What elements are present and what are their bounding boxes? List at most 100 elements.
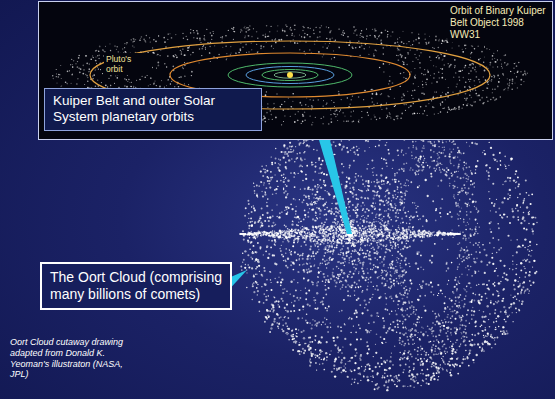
comet-dot (469, 198, 471, 200)
comet-dot (375, 146, 376, 147)
comet-dot (368, 348, 369, 349)
comet-dot (532, 230, 534, 232)
comet-dot (528, 274, 530, 276)
comet-dot (520, 293, 522, 295)
comet-dot (498, 292, 499, 293)
comet-dot (413, 386, 415, 388)
comet-dot (265, 296, 267, 298)
comet-dot (454, 351, 456, 353)
comet-dot (507, 235, 509, 237)
comet-dot (483, 249, 485, 251)
comet-dot (422, 162, 424, 164)
comet-dot (488, 343, 490, 345)
comet-dot (316, 292, 318, 294)
comet-dot (308, 145, 310, 147)
comet-dot (502, 333, 504, 335)
comet-dot (372, 294, 373, 295)
comet-dot (483, 321, 485, 323)
comet-dot (491, 257, 493, 259)
comet-dot (333, 275, 335, 277)
comet-dot (524, 292, 525, 293)
comet-dot (273, 320, 275, 322)
comet-dot (405, 185, 406, 186)
comet-dot (523, 200, 525, 202)
comet-dot (430, 341, 431, 342)
comet-dot (476, 354, 478, 356)
comet-dot (366, 208, 368, 210)
comet-dot (441, 358, 442, 359)
comet-dot (382, 377, 383, 378)
comet-dot (315, 335, 317, 337)
comet-dot (474, 143, 476, 145)
comet-dot (240, 266, 242, 268)
comet-dot (290, 172, 292, 174)
comet-dot (452, 237, 453, 238)
comet-dot (343, 357, 345, 359)
comet-dot (366, 190, 368, 192)
comet-dot (266, 170, 268, 172)
comet-dot (268, 316, 270, 318)
comet-dot (390, 267, 392, 269)
comet-dot (248, 218, 249, 219)
comet-dot (268, 253, 270, 255)
comet-dot (449, 347, 451, 349)
comet-dot (338, 143, 340, 145)
comet-dot (318, 173, 320, 175)
comet-dot (351, 318, 353, 320)
comet-dot (392, 329, 394, 331)
comet-dot (341, 149, 342, 150)
comet-dot (375, 366, 377, 368)
comet-dot (253, 291, 255, 293)
comet-dot (263, 184, 264, 185)
comet-dot (364, 150, 366, 152)
comet-dot (280, 285, 282, 287)
comet-dot (327, 308, 328, 309)
comet-dot (467, 274, 468, 275)
comet-dot (336, 368, 337, 369)
comet-dot (473, 343, 475, 345)
comet-dot (524, 268, 526, 270)
comet-dot (364, 307, 365, 308)
comet-dot (482, 330, 484, 332)
comet-dot (504, 197, 506, 199)
comet-dot (285, 162, 287, 164)
comet-dot (278, 328, 279, 329)
comet-dot (354, 379, 356, 381)
comet-dot (376, 315, 377, 316)
comet-dot (297, 317, 299, 319)
comet-dot (370, 330, 371, 331)
comet-dot (251, 231, 253, 233)
comet-dot (396, 172, 398, 174)
comet-dot (507, 315, 509, 317)
comet-dot (302, 348, 304, 350)
comet-dot (387, 386, 389, 388)
comet-dot (437, 379, 439, 381)
comet-dot (425, 354, 427, 356)
comet-dot (454, 303, 456, 305)
comet-dot (381, 275, 382, 276)
comet-dot (309, 360, 310, 361)
comet-dot (383, 158, 385, 160)
comet-dot (266, 310, 268, 312)
comet-dot (494, 343, 496, 345)
comet-dot (456, 311, 458, 313)
comet-dot (495, 327, 496, 328)
comet-dot (320, 164, 321, 165)
comet-dot (316, 149, 318, 151)
comet-dot (391, 379, 393, 381)
comet-dot (256, 266, 258, 268)
comet-dot (440, 207, 442, 209)
comet-dot (264, 191, 265, 192)
comet-dot (346, 176, 348, 178)
comet-dot (383, 325, 385, 327)
comet-dot (381, 158, 382, 159)
comet-dot (447, 338, 449, 340)
comet-dot (421, 317, 422, 318)
comet-dot (285, 322, 287, 324)
comet-dot (313, 255, 315, 257)
comet-dot (497, 168, 499, 170)
comet-dot (500, 160, 502, 162)
comet-dot (296, 297, 298, 299)
comet-dot (272, 215, 274, 217)
comet-dot (385, 332, 387, 334)
